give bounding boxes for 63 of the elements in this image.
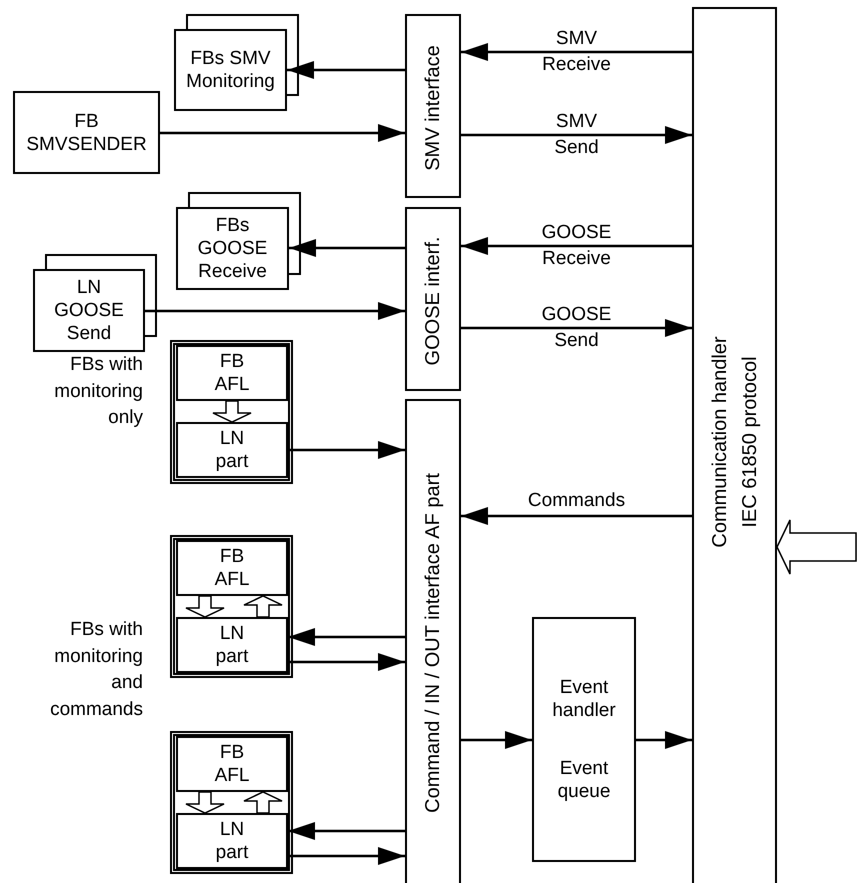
function-block-box: [176, 813, 288, 869]
arrow: [289, 239, 405, 257]
hollow-arrow: [776, 519, 857, 575]
interface-bar: [405, 14, 461, 198]
event-box: [532, 617, 636, 862]
arrow: [461, 731, 532, 749]
bar-label: Command / IN / OUT interface AF part: [421, 473, 445, 813]
hollow-arrow: [243, 595, 283, 618]
function-block-box: [33, 269, 145, 352]
arrow: [461, 507, 692, 525]
group-frame: [170, 731, 293, 874]
function-block-box: [13, 91, 160, 174]
function-block-box: [174, 29, 287, 111]
edge-label: GOOSE Receive: [542, 221, 612, 271]
arrow: [461, 43, 692, 61]
box-label: LN GOOSE Send: [53, 276, 125, 345]
box-label: FBs SMV Monitoring: [185, 47, 276, 93]
arrow: [461, 319, 692, 337]
bar-label: SMV interface: [421, 45, 445, 171]
function-block-box: [176, 422, 288, 478]
edge-label: SMV Send: [554, 110, 599, 160]
function-block-box: [176, 207, 289, 290]
hollow-arrow: [243, 791, 283, 814]
group-caption: FBs with monitoring only: [54, 353, 143, 430]
arrow: [287, 61, 405, 79]
box-label: FB AFL: [214, 741, 250, 787]
box-label: Event queue: [556, 756, 612, 803]
function-block-box: [176, 345, 288, 401]
box-label: FB AFL: [214, 545, 250, 591]
box-label: FBs GOOSE Receive: [196, 214, 268, 283]
function-block-box: [176, 540, 288, 596]
box-label: LN part: [214, 622, 250, 668]
arrow: [288, 441, 405, 459]
interface-bar: [692, 7, 777, 883]
edge-label: GOOSE Send: [542, 303, 612, 353]
bar-label: Communication handler IEC 61850 protocol: [708, 335, 762, 550]
box-label: FB SMVSENDER: [25, 110, 148, 156]
bar-label: GOOSE interf.: [421, 236, 445, 366]
hollow-arrow: [212, 400, 252, 423]
arrow: [288, 822, 405, 840]
function-block-box: [176, 617, 288, 673]
arrow: [288, 653, 405, 671]
edge-label: Commands: [528, 489, 626, 513]
group-frame: [170, 340, 293, 484]
arrow: [160, 124, 405, 142]
hollow-arrow: [185, 595, 225, 618]
box-label: Event handler: [551, 676, 617, 722]
group-caption: FBs with monitoring and commands: [50, 618, 143, 722]
edge-label: SMV Receive: [542, 27, 611, 77]
group-frame: [170, 535, 293, 678]
arrow: [288, 847, 405, 865]
arrow: [461, 126, 692, 144]
box-label: LN part: [214, 818, 250, 864]
interface-bar: [405, 207, 461, 391]
hollow-arrow: [185, 791, 225, 814]
arrow: [461, 237, 692, 255]
arrow: [145, 302, 405, 320]
interface-bar: [405, 399, 461, 883]
function-block-box: [176, 736, 288, 792]
box-label: FB AFL: [214, 350, 250, 396]
box-label: LN part: [214, 427, 250, 473]
arrow: [288, 628, 405, 646]
arrow: [636, 731, 692, 749]
